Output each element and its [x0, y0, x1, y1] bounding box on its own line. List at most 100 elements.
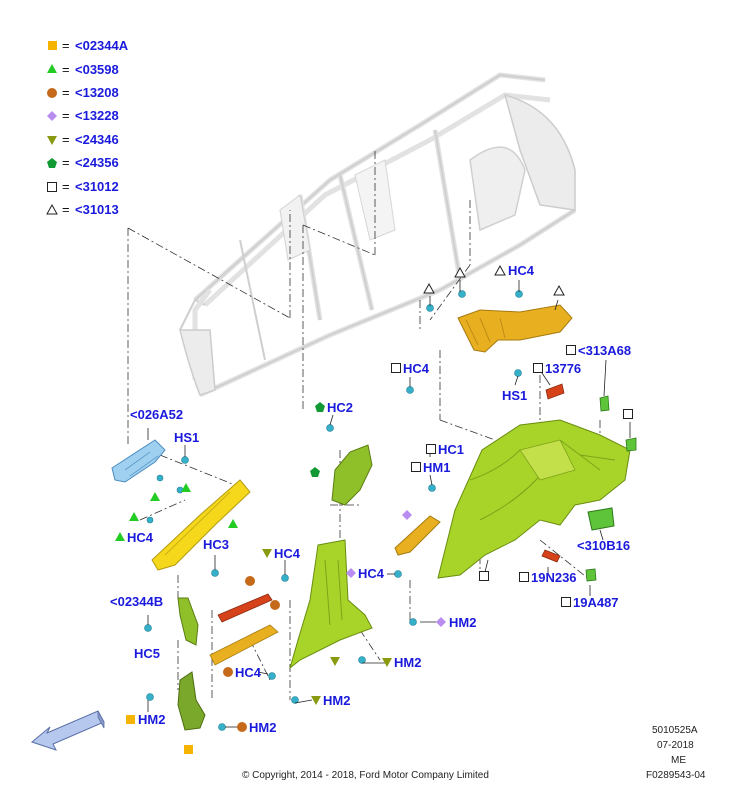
legend-symbol-pentagon: [47, 158, 57, 168]
legend-text-31012: <31012: [75, 179, 119, 194]
callout-hm2-diamond: HM2: [449, 615, 476, 630]
clip-icon: [326, 424, 334, 432]
legend-equals: =: [62, 108, 70, 123]
legend-text-03598: <03598: [75, 62, 119, 77]
trim-clip-green: [599, 395, 610, 412]
upper-quarter-trim-panel: [457, 304, 573, 353]
square-outline-icon: [561, 597, 571, 607]
clip-icon: [409, 618, 417, 626]
callout-313a68: <313A68: [578, 343, 631, 358]
trim-bracket: [587, 507, 615, 531]
clip-icon: [358, 656, 366, 664]
legend-text-13208: <13208: [75, 85, 119, 100]
legend-symbol-triangle-outline: [46, 203, 58, 215]
diamond-icon: [436, 617, 446, 627]
triangle-outline-icon: [494, 264, 506, 276]
legend-text-24346: <24346: [75, 132, 119, 147]
clip-icon: [281, 574, 289, 582]
triangle-icon: [115, 532, 125, 541]
cowl-side-trim-lower: [177, 671, 206, 731]
legend-equals: =: [62, 62, 70, 77]
square-outline-icon: [623, 409, 633, 419]
callout-hc4-low: HC4: [235, 665, 262, 680]
clip-icon: [156, 474, 164, 482]
legend-equals: =: [62, 179, 70, 194]
triangle-icon: [129, 512, 139, 521]
legend-symbol-circle: [47, 88, 57, 98]
front-direction-arrow-icon: [30, 710, 105, 751]
legend: = <02344A = <03598 = <13208 = <13228 = <…: [46, 38, 129, 217]
callout-hc1: HC1: [438, 442, 464, 457]
square-icon: [126, 715, 135, 724]
callout-hs1-right: HS1: [502, 388, 527, 403]
square-outline-icon: [479, 571, 489, 581]
drawing-date: 07-2018: [657, 740, 694, 751]
clip-icon: [176, 486, 184, 494]
drawing-code: 5010525A: [652, 725, 698, 736]
square-outline-icon: [411, 462, 421, 472]
sill-strip-red: [217, 593, 273, 623]
legend-symbol-triangle-down: [47, 136, 57, 145]
copyright-notice: © Copyright, 2014 - 2018, Ford Motor Com…: [242, 770, 489, 781]
circle-icon: [237, 722, 247, 732]
red-bracket-19n236: [541, 549, 561, 563]
circle-icon: [270, 600, 280, 610]
callout-hm2-low: HM2: [323, 693, 350, 708]
trim-clip-green-right: [625, 437, 637, 452]
clip-icon: [514, 369, 522, 377]
callout-hc2: HC2: [327, 400, 353, 415]
legend-text-24356: <24356: [75, 155, 119, 170]
blue-bracket-026a52: [111, 439, 166, 483]
vehicle-body-shell: [179, 72, 577, 398]
triangle-down-icon: [382, 658, 392, 667]
figure-number: F0289543-04: [646, 770, 706, 781]
callout-hc4-diamond: HC4: [358, 566, 385, 581]
square-outline-icon: [391, 363, 401, 373]
callout-19n236: 19N236: [531, 570, 577, 585]
fasteners: [144, 290, 523, 731]
square-icon: [184, 745, 193, 754]
callout-hc5: HC5: [134, 646, 160, 661]
legend-equals: =: [62, 132, 70, 147]
callout-hm1: HM1: [423, 460, 450, 475]
trim-clip-green-bottom: [585, 568, 597, 582]
clip-icon: [146, 516, 154, 524]
triangle-down-icon: [311, 696, 321, 705]
callout-hc4-left: HC4: [127, 530, 154, 545]
callout-19a487: 19A487: [573, 595, 619, 610]
callout-hm2-left: HM2: [138, 712, 165, 727]
callout-hc4-top: HC4: [508, 263, 535, 278]
callout-hm2-bottom: HM2: [249, 720, 276, 735]
legend-equals: =: [62, 202, 70, 217]
triangle-down-icon: [262, 549, 272, 558]
legend-symbol-square-outline: [47, 182, 57, 192]
clip-icon: [428, 484, 436, 492]
legend-equals: =: [62, 155, 70, 170]
legend-equals: =: [62, 38, 70, 53]
triangle-icon: [150, 492, 160, 501]
pentagon-icon: [310, 467, 320, 477]
triangle-outline-icon: [454, 266, 466, 278]
clip-icon: [146, 693, 154, 701]
cowl-side-trim-upper: [177, 597, 199, 646]
square-outline-icon: [519, 572, 529, 582]
triangle-icon: [228, 519, 238, 528]
clip-icon: [406, 386, 414, 394]
callout-hc4-mid: HC4: [274, 546, 301, 561]
clip-icon: [144, 624, 152, 632]
clip-icon: [211, 569, 219, 577]
clip-icon: [291, 696, 299, 704]
clip-icon: [218, 723, 226, 731]
sill-strip-gold: [209, 624, 279, 666]
callout-310b16: <310B16: [577, 538, 630, 553]
square-outline-icon: [566, 345, 576, 355]
callout-02344b: <02344B: [110, 594, 163, 609]
callout-hc4-right: HC4: [403, 361, 430, 376]
triangle-outline-icon: [553, 284, 565, 296]
callout-labels: HC4 <313A68 HC4 13776 HS1 <026A52 HS1 HC…: [110, 263, 631, 735]
legend-symbol-diamond: [47, 111, 57, 121]
circle-icon: [223, 667, 233, 677]
clip-icon: [181, 456, 189, 464]
legend-text-31013: <31013: [75, 202, 119, 217]
